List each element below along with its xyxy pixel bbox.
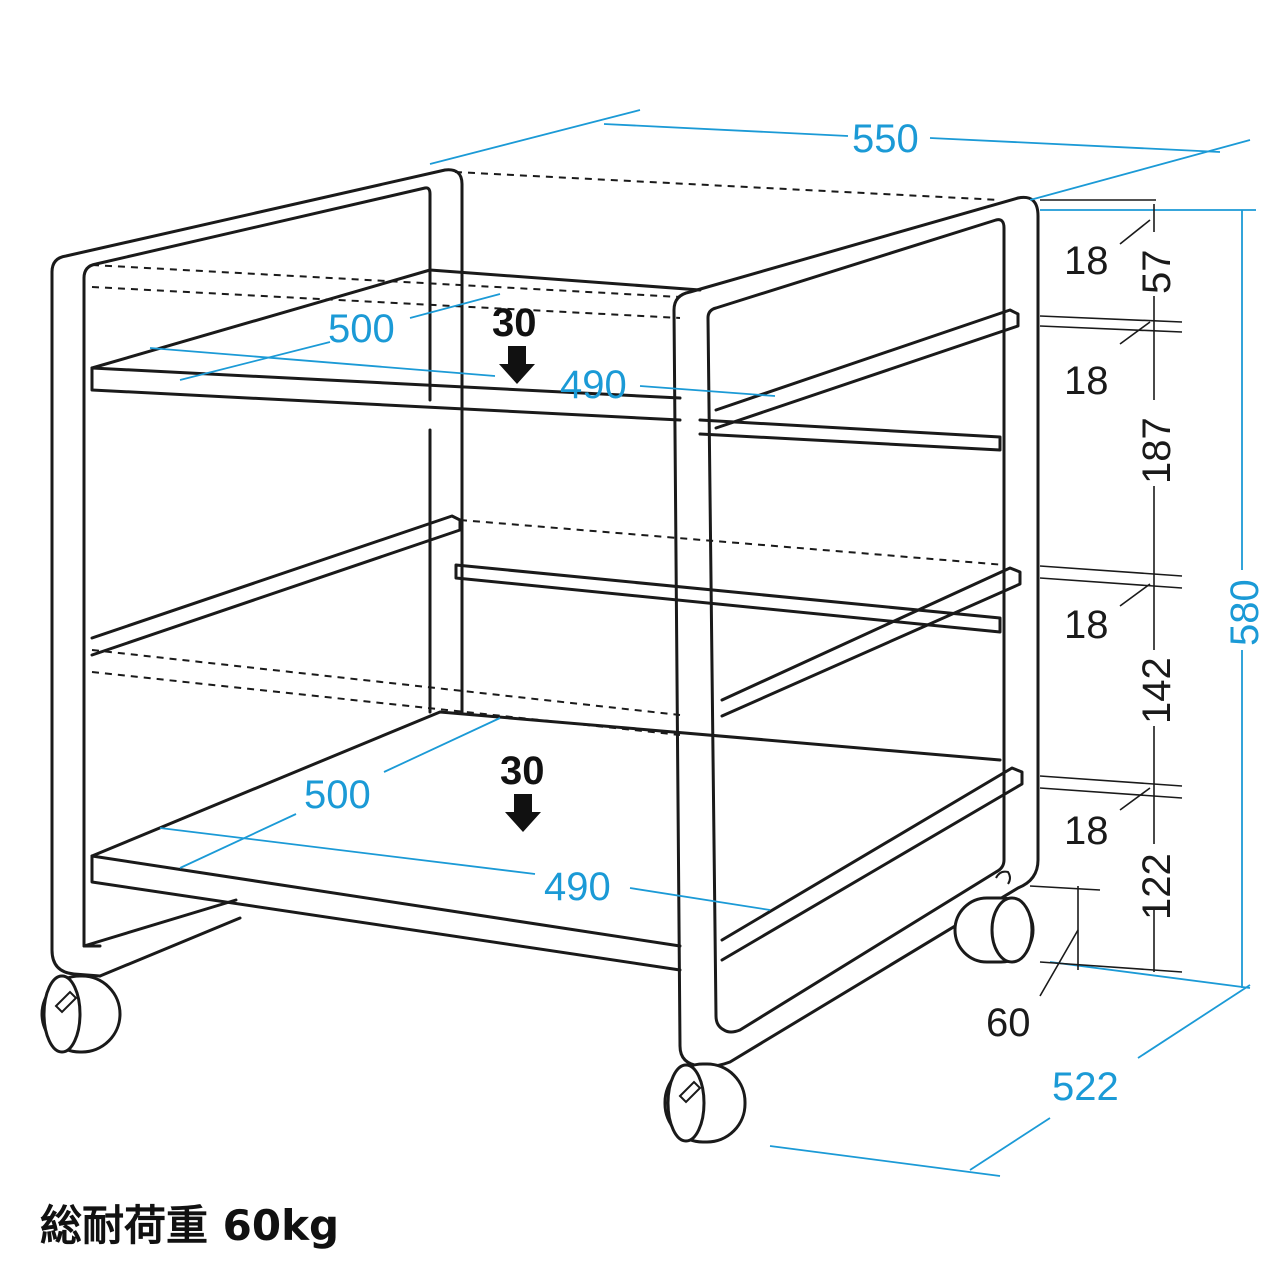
- bottom-clearance-label: 122: [1135, 853, 1179, 920]
- lower-shelf-thickness-label: 18: [1064, 809, 1109, 853]
- down-arrow-icon: [505, 794, 541, 832]
- left-side-frame: [50, 168, 464, 978]
- lower-load-value: 30: [500, 749, 545, 793]
- overall-height-label: 580: [1223, 579, 1267, 646]
- hidden-lines: [91, 171, 1006, 736]
- overall-depth-label: 522: [1052, 1065, 1119, 1109]
- caster-back-right: [953, 896, 1035, 964]
- top-gap-label: 57: [1135, 250, 1179, 295]
- upper-clearance-label: 187: [1135, 417, 1179, 484]
- lower-shelf: [90, 710, 1002, 972]
- overall-width-label: 550: [852, 117, 919, 161]
- middle-bars: [454, 563, 1002, 634]
- caster-front-right: [663, 1062, 747, 1144]
- middle-clearance-label: 142: [1135, 657, 1179, 724]
- dimension-lines: [149, 109, 1256, 1177]
- caster-front-left: [40, 974, 122, 1054]
- dimension-labels: 550 500 490 500 490 522 580 18 57 18 187…: [304, 117, 1267, 1109]
- total-load-capacity-caption: 総耐荷重 60kg: [40, 1201, 340, 1250]
- lower-load-indicator: 30: [500, 749, 545, 832]
- caster-height-label: 60: [986, 1001, 1031, 1045]
- upper-shelf-thickness-label: 18: [1064, 359, 1109, 403]
- down-arrow-icon: [499, 346, 535, 384]
- upper-shelf-depth-label: 500: [328, 307, 395, 351]
- upper-shelf: [90, 268, 1002, 452]
- lower-shelf-depth-label: 500: [304, 773, 371, 817]
- upper-load-value: 30: [492, 301, 537, 345]
- lower-shelf-width-label: 490: [544, 865, 611, 909]
- middle-bar-label: 18: [1064, 603, 1109, 647]
- upper-shelf-width-label: 490: [560, 363, 627, 407]
- top-frame-label: 18: [1064, 239, 1109, 283]
- upper-load-indicator: 30: [492, 301, 537, 384]
- height-stack-lines: [1029, 199, 1183, 997]
- casters: [40, 896, 1035, 1144]
